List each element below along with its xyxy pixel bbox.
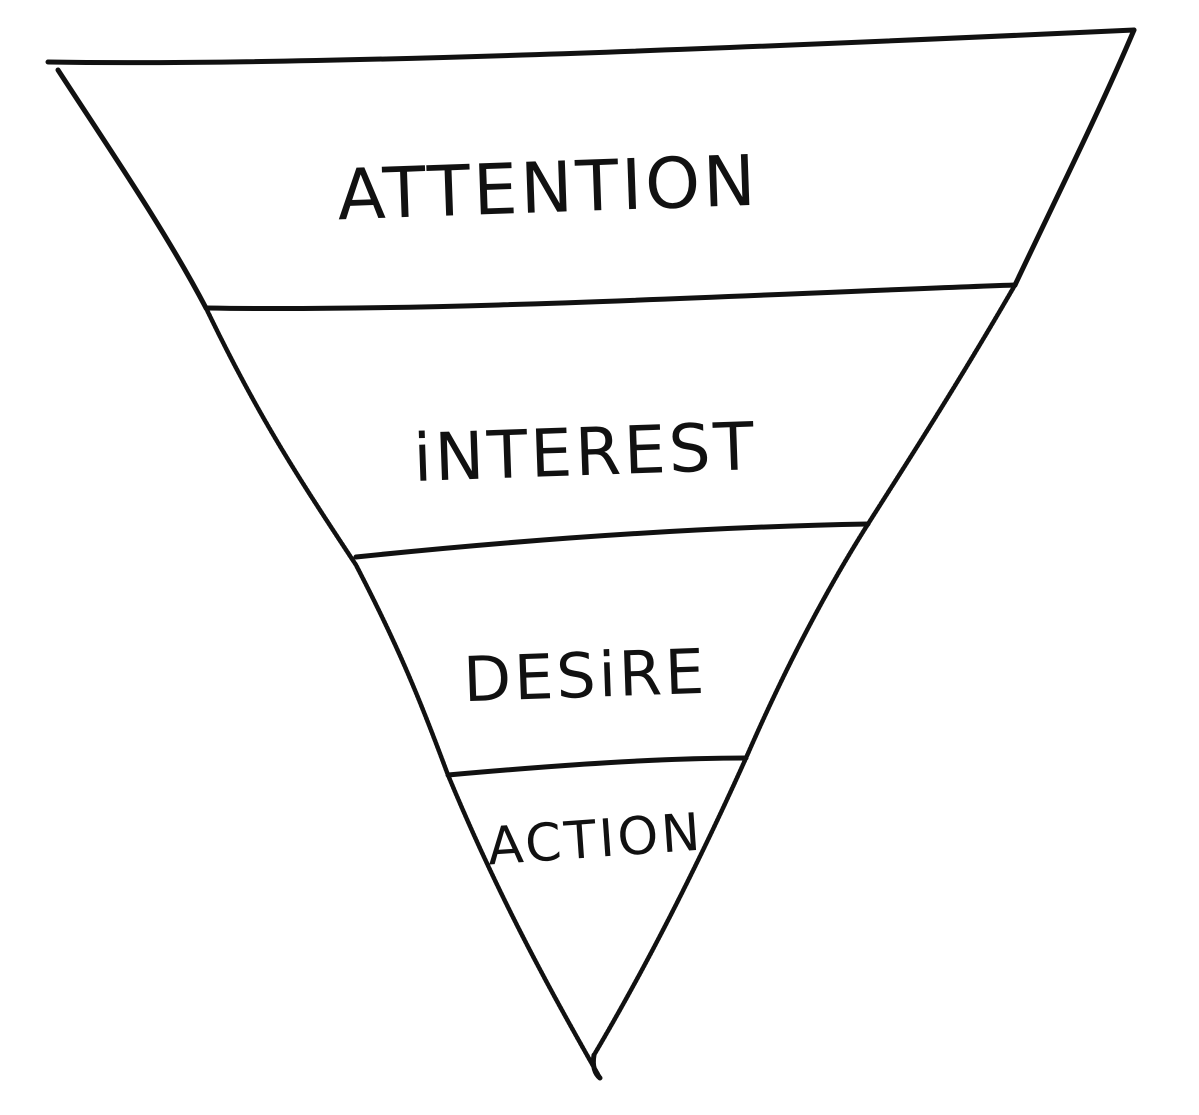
stage-label-interest: iNTEREST xyxy=(412,408,758,497)
stage-label-action: ACTION xyxy=(486,803,706,878)
divider-attention-interest xyxy=(203,282,1018,312)
funnel-left-edge-upper xyxy=(55,67,209,311)
stage-label-attention: ATTENTION xyxy=(336,140,760,237)
funnel-left-edge-lower xyxy=(203,305,603,1081)
funnel-top-edge xyxy=(45,27,1137,66)
funnel-tip xyxy=(590,1052,603,1081)
funnel-right-edge-upper xyxy=(1012,27,1137,288)
divider-interest-desire xyxy=(353,521,871,560)
stage-label-desire: DESiRE xyxy=(462,635,708,716)
divider-desire-action xyxy=(445,755,749,778)
funnel-right-edge-lower xyxy=(591,282,1018,1058)
